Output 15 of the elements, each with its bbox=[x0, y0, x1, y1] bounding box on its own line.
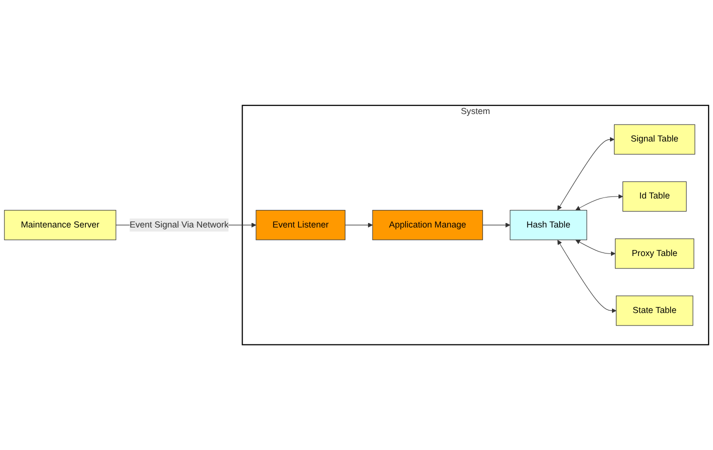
node-box: State Table bbox=[616, 296, 694, 326]
arrow bbox=[557, 136, 614, 210]
node-box: Event Listener bbox=[256, 210, 346, 240]
node-box: Maintenance Server bbox=[4, 210, 116, 240]
node-box: Id Table bbox=[622, 181, 687, 212]
edge-label: Event Signal Via Network bbox=[130, 220, 229, 230]
node-box: Application Manage bbox=[372, 210, 483, 240]
arrow bbox=[344, 222, 373, 228]
node-box: Proxy Table bbox=[614, 238, 694, 269]
arrow bbox=[557, 240, 616, 314]
node-box: Signal Table bbox=[614, 124, 696, 154]
arrow bbox=[482, 222, 510, 228]
arrow bbox=[575, 194, 624, 210]
arrow bbox=[575, 240, 616, 256]
node-box: Hash Table bbox=[510, 210, 588, 240]
